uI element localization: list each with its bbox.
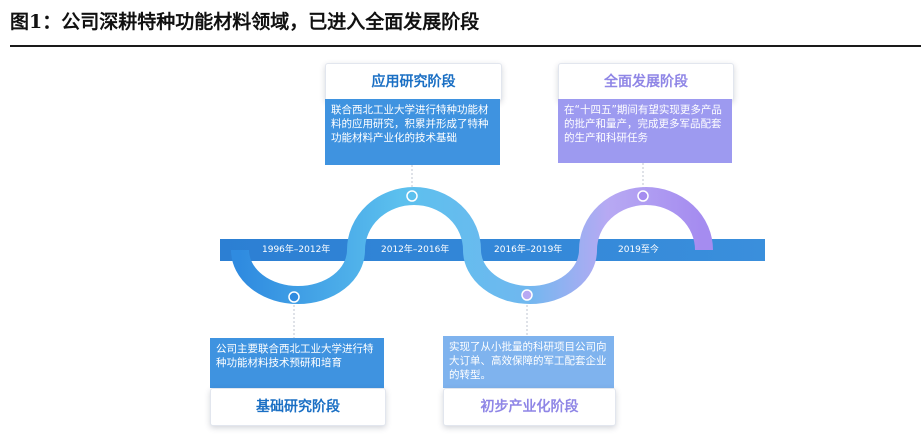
node-dot-foundation bbox=[288, 291, 300, 303]
stage-desc-comprehensive: 在“十四五”期间有望实现更多产品的批产和量产，完成更多军品配套的生产和科研任务 bbox=[558, 99, 732, 163]
wave-ribbon bbox=[231, 187, 713, 304]
stage-desc-foundation: 公司主要联合西北工业大学进行特种功能材料技术预研和培育 bbox=[210, 338, 384, 388]
year-label-1: 1996年–2012年 bbox=[262, 245, 331, 255]
year-label-2: 2012年–2016年 bbox=[381, 245, 450, 255]
node-dot-industrialization bbox=[521, 289, 533, 301]
stage-label-foundation: 基础研究阶段 bbox=[210, 388, 386, 426]
stage-desc-industrialization: 实现了从小批量的科研项目公司向大订单、高效保障的军工配套企业的转型。 bbox=[443, 336, 614, 388]
figure-title: 图1：公司深耕特种功能材料领域，已进入全面发展阶段 bbox=[10, 11, 480, 33]
stage-desc-application: 联合西北工业大学进行特种功能材料的应用研究，积累并形成了特种功能材料产业化的技术… bbox=[325, 99, 500, 165]
year-label-4: 2019至今 bbox=[618, 245, 659, 255]
title-rule bbox=[10, 45, 921, 47]
node-dot-application bbox=[406, 190, 418, 202]
stage-label-industrialization: 初步产业化阶段 bbox=[443, 388, 616, 426]
stage-label-comprehensive: 全面发展阶段 bbox=[558, 63, 734, 101]
year-label-3: 2016年–2019年 bbox=[494, 245, 563, 255]
stage-label-application: 应用研究阶段 bbox=[325, 63, 502, 101]
node-dot-comprehensive bbox=[637, 190, 649, 202]
